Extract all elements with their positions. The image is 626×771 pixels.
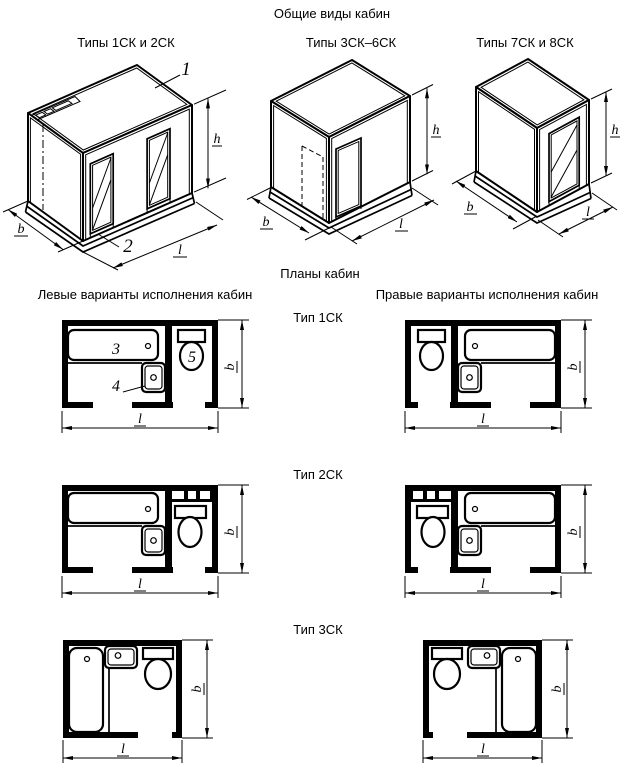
iso-caption-2: Типы 3СК–6СК bbox=[305, 35, 397, 50]
plan-1sk-right: l b bbox=[403, 318, 592, 433]
plan-1sk-left: 3 4 5 l b bbox=[60, 318, 249, 433]
plan-3sk-left: l b bbox=[61, 638, 213, 763]
dim-b: b bbox=[467, 200, 474, 215]
svg-text:b: b bbox=[566, 529, 581, 536]
door-opening-left bbox=[89, 152, 115, 238]
svg-text:l: l bbox=[138, 577, 142, 592]
svg-text:b: b bbox=[190, 686, 205, 693]
svg-text:l: l bbox=[121, 742, 125, 757]
dim-l: l bbox=[399, 217, 403, 232]
dim-b: b bbox=[263, 215, 270, 230]
plan-2sk-left: l b bbox=[60, 483, 249, 598]
svg-text:b: b bbox=[566, 364, 581, 371]
right-column-header: Правые варианты исполнения кабин bbox=[375, 287, 599, 302]
svg-text:l: l bbox=[481, 577, 485, 592]
callout-toilet: 5 bbox=[188, 349, 196, 366]
svg-text:b: b bbox=[223, 529, 238, 536]
door-opening bbox=[548, 115, 581, 206]
callout-base: 2 bbox=[123, 236, 133, 257]
door-opening-right bbox=[146, 127, 171, 213]
row-label-2: Тип 2СК bbox=[293, 467, 343, 482]
iso-view-types-3-6: h b l bbox=[246, 59, 441, 245]
plan-2sk-right: l b bbox=[403, 483, 592, 598]
dim-b: b bbox=[18, 222, 25, 237]
main-title: Общие виды кабин bbox=[273, 6, 391, 21]
svg-text:b: b bbox=[550, 686, 565, 693]
callout-ceiling: 1 bbox=[181, 59, 191, 80]
roof-hatch bbox=[31, 95, 81, 121]
iso-view-types-1-2: 1 2 h b l bbox=[2, 59, 227, 271]
callout-washbasin: 4 bbox=[112, 378, 120, 395]
dim-h: h bbox=[433, 123, 440, 138]
plans-title: Планы кабин bbox=[280, 266, 360, 281]
plan-3sk-right: l b bbox=[421, 638, 573, 763]
dim-h: h bbox=[612, 123, 619, 138]
row-label-1: Тип 1СК bbox=[293, 310, 343, 325]
dim-h: h bbox=[214, 132, 221, 147]
left-column-header: Левые варианты исполнения кабин bbox=[37, 287, 253, 302]
svg-text:l: l bbox=[481, 742, 485, 757]
row-label-3: Тип 3СК bbox=[293, 622, 343, 637]
iso-view-types-7-8: h b l bbox=[451, 58, 620, 238]
svg-text:b: b bbox=[223, 364, 238, 371]
svg-text:l: l bbox=[481, 412, 485, 427]
hidden-door-outline bbox=[301, 145, 324, 219]
dim-l: l bbox=[178, 243, 182, 258]
callout-bathtub: 3 bbox=[111, 341, 120, 358]
iso-caption-1: Типы 1СК и 2СК bbox=[77, 35, 175, 50]
dim-l: l bbox=[586, 205, 590, 220]
iso-caption-3: Типы 7СК и 8СК bbox=[476, 35, 574, 50]
svg-text:l: l bbox=[138, 412, 142, 427]
